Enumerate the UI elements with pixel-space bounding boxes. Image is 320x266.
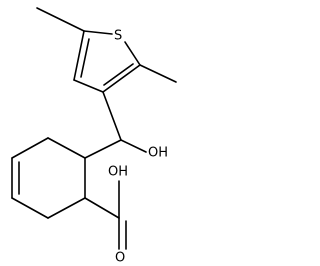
acid-hydroxyl-label: OH	[108, 165, 128, 180]
bond-c3-carbinol	[102, 91, 122, 141]
sulfur-atom-label: S	[114, 29, 122, 44]
bond-c4-c5-double	[80, 38, 90, 78]
bond-ring-carboxyl	[84, 197, 120, 219]
bonds	[11, 7, 177, 250]
bond-ring-c2-c3	[11, 137, 49, 159]
bond-ring-c5-c6	[47, 197, 86, 219]
bond-c3-c4	[73, 79, 104, 93]
bond-c2-c3-double	[103, 63, 134, 86]
molecule-structure-diagram: S OH OH O	[11, 7, 177, 266]
bond-c5-s	[83, 30, 113, 35]
bond-ring-c1-c2	[47, 137, 86, 159]
bond-c2-c3	[102, 64, 141, 93]
atom-labels: S OH OH O	[108, 29, 168, 266]
bond-s-c2	[124, 41, 141, 66]
hydroxyl-label: OH	[148, 146, 168, 161]
bond-c4-c5	[73, 30, 85, 81]
bond-methyl-c5	[36, 7, 85, 32]
bond-c2-methyl	[139, 64, 177, 83]
bond-carbinol-ring	[84, 139, 122, 159]
carbonyl-oxygen-label: O	[115, 251, 125, 266]
bond-ring-c4-c5	[11, 197, 49, 219]
bond-carbinol-oh	[120, 139, 147, 153]
